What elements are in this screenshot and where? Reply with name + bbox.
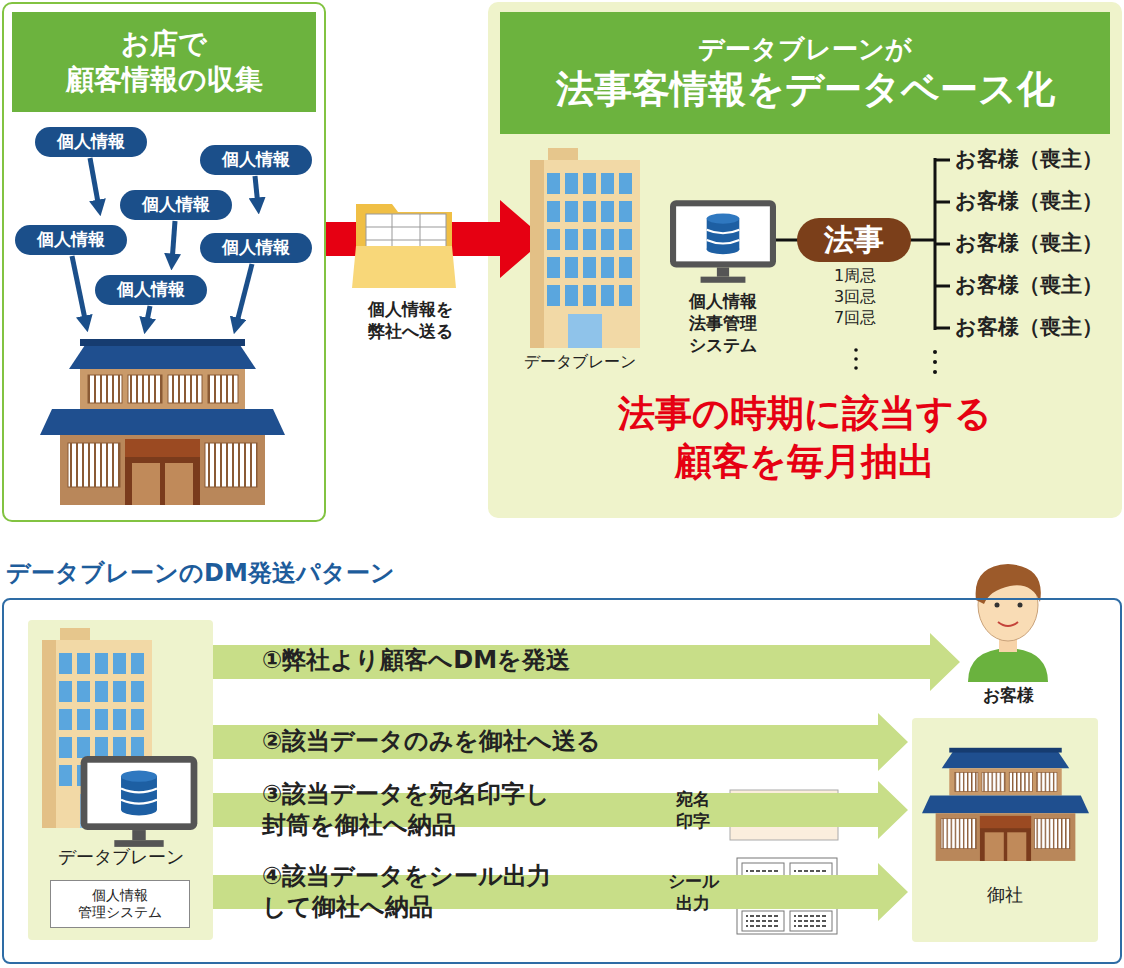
client-box: 御社 xyxy=(912,718,1098,942)
node-label: データブレーンが xyxy=(698,33,912,66)
text-label: お客様（喪主） xyxy=(955,272,1124,299)
info-bubble: 個人情報 xyxy=(120,190,232,220)
node-label: データブレーン xyxy=(28,846,213,869)
node-label: 個人情報 管理システム xyxy=(60,887,180,922)
text-label: お客様 xyxy=(958,684,1058,706)
header-band: お店で 顧客情報の収集 xyxy=(12,12,316,112)
info-bubble: 個人情報 xyxy=(200,145,312,175)
info-bubble: 個人情報 xyxy=(95,275,207,305)
node-label: 法事 xyxy=(824,221,884,259)
node-label: 個人情報 xyxy=(142,194,210,215)
node-label: お店で 顧客情報の収集 xyxy=(44,26,284,99)
info-bubble: 個人情報 xyxy=(35,127,147,157)
node-label: 個人情報 xyxy=(222,149,290,170)
edge-label: ③該当データを宛名印字し 封筒を御社へ納品 xyxy=(262,779,662,841)
hoji-pill: 法事 xyxy=(797,218,911,262)
node-label: 御社 xyxy=(912,884,1098,907)
store-panel: お店で 顧客情報の収集個人情報個人情報個人情報個人情報個人情報個人情報 xyxy=(2,2,326,522)
text-label: ①弊社より顧客へDMを発送 xyxy=(262,645,862,676)
node-label: 個人情報 xyxy=(117,279,185,300)
text-label: お客様（喪主） xyxy=(955,146,1124,173)
node-sublabel: 法事客情報をデータベース化 xyxy=(556,66,1055,114)
text-label: お客様（喪主） xyxy=(955,314,1124,341)
flow-arrow xyxy=(213,713,908,771)
text-label: 法事の時期に該当する 顧客を毎月抽出 xyxy=(580,390,1030,486)
node-label: 個人情報 xyxy=(222,237,290,258)
edge-label: ④該当データをシール出力 して御社へ納品 xyxy=(262,861,662,923)
text-label: お客様（喪主） xyxy=(955,230,1124,257)
node-label: データブレーンのDM発送パターン xyxy=(6,558,395,588)
text-label: 個人情報を 弊社へ送る xyxy=(338,298,482,342)
header-band: データブレーンが法事客情報をデータベース化 xyxy=(500,12,1110,134)
text-label: 1周忌 3回忌 7回忌 xyxy=(814,266,896,328)
node-label: 個人情報 xyxy=(57,131,125,152)
node-label: 個人情報 xyxy=(37,229,105,250)
info-bubble: 個人情報 xyxy=(15,225,127,255)
edge-label: ②該当データのみを御社へ送る xyxy=(262,726,782,757)
text-label: 個人情報 法事管理 システム xyxy=(676,290,770,356)
text-label: データブレーン xyxy=(505,352,655,373)
text-label: 宛名 印字 xyxy=(666,788,720,832)
system-box: 個人情報 管理システム xyxy=(50,880,190,928)
databrain-box: データブレーン個人情報 管理システム xyxy=(28,620,213,940)
info-bubble: 個人情報 xyxy=(200,233,312,263)
text-label: お客様（喪主） xyxy=(955,188,1124,215)
text-label: シール 出力 xyxy=(662,870,724,914)
